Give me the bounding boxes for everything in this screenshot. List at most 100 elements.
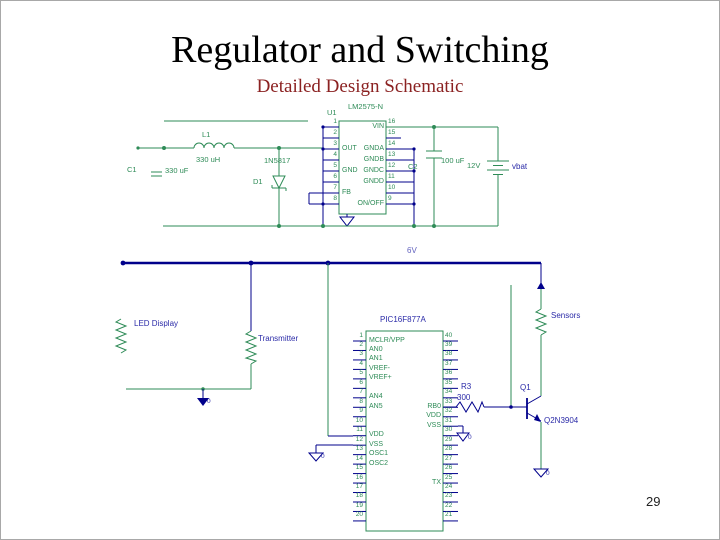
pin-number: 8 — [359, 397, 363, 405]
pin-number: 2 — [359, 340, 363, 348]
pin-label: AN5 — [369, 402, 383, 410]
q1-part-label: Q2N3904 — [544, 416, 579, 425]
pin-number: 9 — [359, 407, 363, 415]
pin-label: AN0 — [369, 345, 383, 353]
pin-label: GNDD — [363, 177, 384, 185]
pin-number: 9 — [388, 194, 392, 202]
pin-label: TX — [432, 478, 441, 486]
inductor-symbol — [193, 142, 235, 149]
pin-number: 36 — [445, 369, 453, 377]
u1-left-pin-stubs — [322, 126, 339, 226]
battery-name-label: vbat — [512, 162, 528, 171]
c1-value-label: 330 uF — [165, 166, 189, 175]
pin-number: 4 — [359, 359, 363, 367]
pin-number: 18 — [355, 492, 363, 500]
q1-ref-label: Q1 — [520, 383, 531, 392]
c2-ref-label: C2 — [408, 162, 418, 171]
pin-number: 39 — [445, 340, 453, 348]
junction-dot — [162, 146, 166, 150]
battery-symbol — [487, 127, 509, 226]
pin-number: 11 — [388, 172, 395, 180]
ground-label: 0 — [321, 453, 325, 460]
pin-number: 10 — [355, 416, 363, 424]
pin-number: 1 — [333, 117, 337, 125]
pin-number: 12 — [355, 435, 363, 443]
pin-number: 14 — [388, 139, 396, 147]
pic-body — [365, 330, 444, 532]
u1-part-label: LM2575-N — [348, 102, 384, 111]
pin-number: 8 — [333, 194, 337, 202]
pin-number: 5 — [333, 161, 337, 169]
pin-number: 13 — [355, 445, 363, 453]
c2-value-label: 100 uF — [441, 156, 465, 165]
pin-number: 12 — [388, 161, 396, 169]
pin-label: FB — [342, 188, 351, 196]
pin-label: OSC1 — [369, 450, 389, 458]
d1-part-label: 1N5817 — [264, 156, 291, 165]
pin-number: 30 — [445, 426, 453, 434]
pic-left-pin-stubs — [353, 340, 366, 522]
pin-number: 4 — [333, 150, 337, 158]
slide-title: Regulator and Switching — [171, 29, 549, 71]
l1-ref-label: L1 — [202, 130, 211, 139]
resistor-symbol — [534, 308, 548, 336]
r3-ref-label: R3 — [461, 382, 472, 391]
pin-number: 17 — [355, 483, 363, 491]
pin-number: 28 — [445, 445, 453, 453]
u1-body — [338, 120, 387, 215]
pin-label: MCLR/VPP — [369, 336, 405, 344]
u1-right-pin-stubs — [386, 137, 415, 226]
pin-number: 5 — [359, 369, 363, 377]
pin-number: 25 — [445, 473, 453, 481]
page-number: 29 — [646, 494, 661, 509]
pin-label: OUT — [342, 144, 357, 152]
pin-number: 19 — [355, 501, 363, 509]
pin-number: 27 — [445, 454, 453, 462]
pin-number: 31 — [445, 416, 453, 424]
pin-label: VDD — [369, 431, 384, 439]
junction-dot — [321, 147, 325, 151]
capacitor-symbol — [151, 171, 162, 177]
d1-ref-label: D1 — [253, 177, 263, 186]
pin-number: 34 — [445, 388, 453, 396]
junction-dot — [136, 146, 140, 150]
capacitor-symbol — [426, 127, 442, 226]
pin-label: GNDC — [363, 166, 384, 174]
fb-loop-wire — [308, 192, 323, 205]
pin-number: 15 — [355, 464, 363, 472]
pin-number: 6 — [359, 378, 363, 386]
pin-label: OSC2 — [369, 459, 389, 467]
pin-label: ON/OFF — [357, 199, 384, 207]
resistor-symbol — [114, 318, 128, 354]
resistor-symbol — [244, 330, 258, 365]
junction-dot — [412, 202, 416, 206]
pin-number: 7 — [359, 388, 363, 396]
pin-label: VSS — [426, 421, 441, 429]
ground-symbol — [307, 444, 353, 462]
pic-part-label: PIC16F877A — [380, 315, 426, 324]
pin-number: 26 — [445, 464, 453, 472]
battery-value-label: 12V — [467, 161, 481, 170]
pin-label: VDD — [426, 412, 441, 420]
r3-value-label: 300 — [457, 393, 471, 402]
pin-number: 33 — [445, 397, 453, 405]
pin-label: GND — [342, 166, 358, 174]
pin-number: 40 — [445, 331, 453, 339]
pin-label: VREF- — [369, 364, 390, 372]
pin-number: 37 — [445, 359, 453, 367]
junction-dot — [412, 169, 416, 173]
pic-right-pin-stubs — [443, 340, 458, 522]
bus-voltage-label: 6V — [407, 246, 417, 255]
pin-number: 29 — [445, 435, 453, 443]
switching-circuit — [114, 260, 550, 532]
led-display-label: LED Display — [134, 319, 179, 328]
ground-label: 0 — [468, 434, 472, 441]
pin-label: GNDA — [363, 144, 384, 152]
pin-number: 16 — [388, 117, 396, 125]
pin-label: VIN — [372, 122, 384, 130]
pin-number: 24 — [445, 483, 453, 491]
pin-number: 32 — [445, 407, 453, 415]
pin-number: 13 — [388, 150, 396, 158]
c1-ref-label: C1 — [127, 165, 137, 174]
